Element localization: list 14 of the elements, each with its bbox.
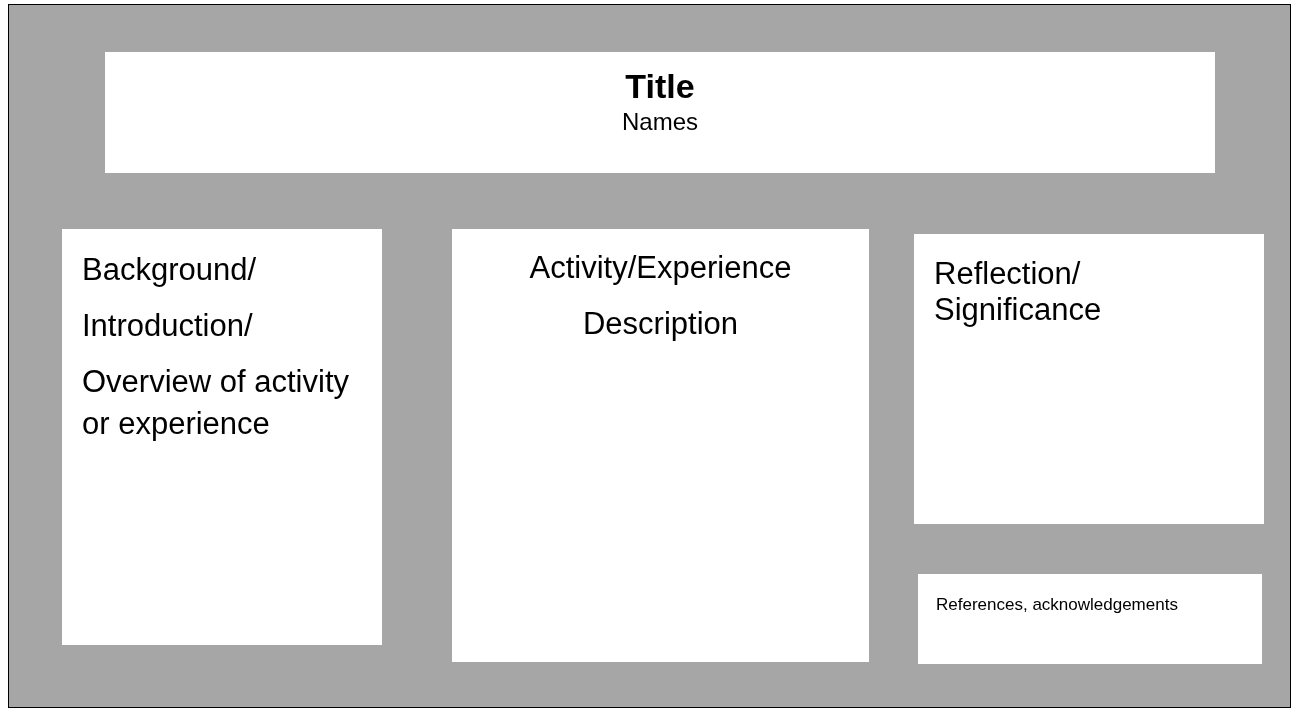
section-heading: Overview of activity or experience: [82, 363, 350, 443]
section-heading: Description: [581, 305, 740, 343]
author-names: Names: [621, 107, 699, 137]
content-panel: [62, 229, 382, 645]
section-heading: Reflection/ Significance: [934, 256, 1103, 328]
section-text: References, acknowledgements: [936, 594, 1179, 615]
section-heading: Background/: [82, 251, 258, 289]
content-panel: [105, 52, 1215, 173]
content-panel: [914, 234, 1264, 524]
content-panel: [918, 574, 1262, 664]
content-panel: [452, 229, 869, 662]
section-heading: Introduction/: [82, 307, 254, 345]
section-heading: Activity/Experience: [528, 249, 793, 287]
poster-title: Title: [624, 66, 696, 106]
